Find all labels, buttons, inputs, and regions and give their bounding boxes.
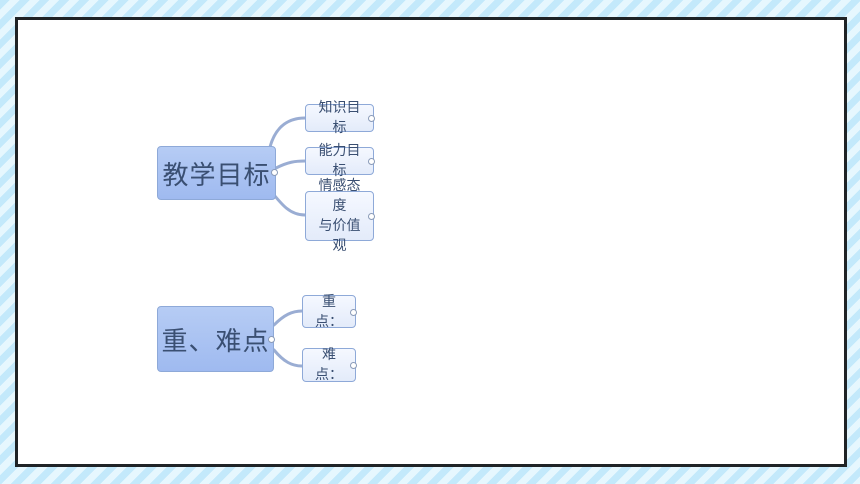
node-difficult-point[interactable]: 难点： xyxy=(302,347,356,383)
node-teaching-goals-label: 教学目标 xyxy=(162,160,271,191)
collapse-toggle-difficult-point[interactable] xyxy=(350,362,357,369)
collapse-toggle-emotion-values-goal[interactable] xyxy=(368,213,375,220)
node-ability-goal[interactable]: 能力目标 xyxy=(305,143,374,179)
node-emotion-values-goal-label: 情感态度 与价值观 xyxy=(318,178,361,254)
connector-keypoints-key xyxy=(272,309,304,327)
connector-goals-ability xyxy=(274,159,307,170)
node-difficult-point-label: 难点： xyxy=(315,347,343,383)
collapse-toggle-key-point[interactable] xyxy=(350,309,357,316)
node-key-and-difficult-points-label: 重、难点 xyxy=(161,326,270,357)
node-key-and-difficult-points[interactable]: 重、难点 xyxy=(157,306,274,372)
node-knowledge-goal[interactable]: 知识目标 xyxy=(305,100,374,136)
connector-keypoints-difficult xyxy=(272,348,304,368)
node-key-point[interactable]: 重点： xyxy=(302,294,356,330)
collapse-toggle-teaching-goals[interactable] xyxy=(271,169,278,176)
node-teaching-goals[interactable]: 教学目标 xyxy=(157,146,276,200)
connector-goals-knowledge xyxy=(268,116,307,149)
node-emotion-values-goal[interactable]: 情感态度 与价值观 xyxy=(305,178,374,254)
collapse-toggle-key-and-difficult-points[interactable] xyxy=(268,336,275,343)
collapse-toggle-ability-goal[interactable] xyxy=(368,158,375,165)
node-knowledge-goal-label: 知识目标 xyxy=(318,100,361,136)
node-ability-goal-label: 能力目标 xyxy=(318,143,361,179)
node-key-point-label: 重点： xyxy=(315,293,343,330)
slide-canvas xyxy=(15,17,847,467)
collapse-toggle-knowledge-goal[interactable] xyxy=(368,115,375,122)
